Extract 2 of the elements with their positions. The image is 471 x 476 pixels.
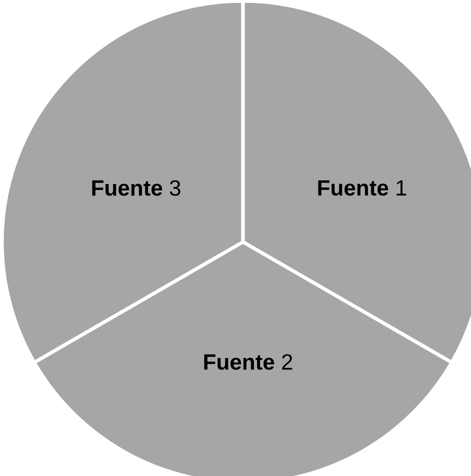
node-label: Fuente 1 — [318, 180, 406, 196]
pie-sector: Fuente 2 — [32, 240, 454, 476]
